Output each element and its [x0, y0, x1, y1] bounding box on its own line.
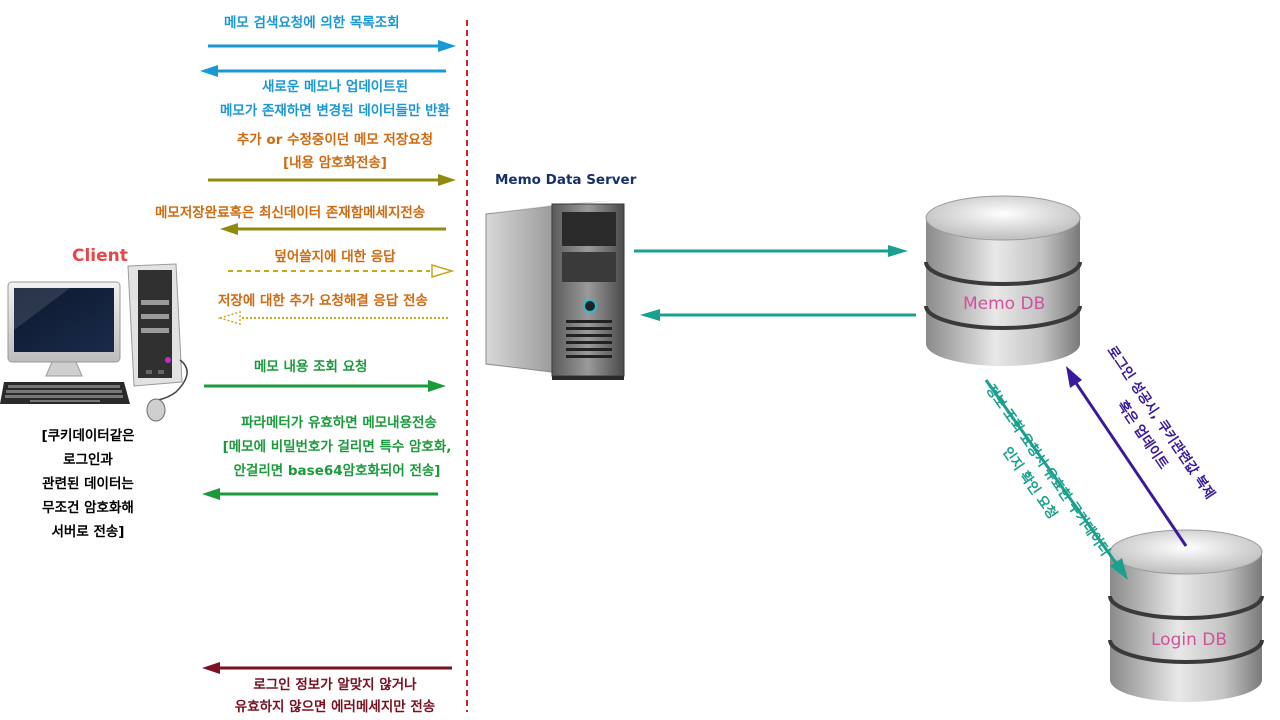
arrow-m3	[208, 174, 456, 186]
client-computer-icon	[0, 263, 188, 422]
client-title: Client	[72, 246, 128, 266]
memo-db-label: Memo DB	[963, 294, 1046, 314]
arrow-m7	[204, 380, 446, 392]
msg-m2-line1: 새로운 메모나 업데이트된	[261, 79, 409, 95]
login-db-icon	[1108, 529, 1264, 702]
arrow-memodb-to-logindb	[984, 379, 1128, 580]
arrow-m5	[228, 263, 455, 279]
arrow-m9	[202, 662, 452, 674]
msg-m6: 저장에 대한 추가 요청해결 응답 전송	[218, 293, 428, 309]
msg-m8-line1: 파라메터가 유효하면 메모내용전송	[241, 415, 437, 431]
msg-m4: 메모저장완료혹은 최신데이터 존재함메세지전송	[155, 205, 426, 221]
msg-m9-line1: 로그인 정보가 알맞지 않거나	[253, 677, 417, 693]
msg-m3-line1: 추가 or 수정중이던 메모 저장요청	[236, 132, 434, 148]
msg-m9-line2: 유효하지 않으면 에러메세지만 전송	[234, 699, 436, 715]
msg-m7: 메모 내용 조회 요청	[254, 359, 368, 375]
arrow-m6	[217, 310, 448, 326]
login-db-label: Login DB	[1151, 630, 1228, 650]
msg-m1: 메모 검색요청에 의한 목록조회	[224, 15, 400, 31]
msg-m5: 덮어쓸지에 대한 응답	[274, 249, 396, 265]
memo-db-icon	[924, 195, 1082, 366]
arrow-m2	[200, 65, 446, 77]
arrow-m8	[202, 488, 438, 500]
arrow-m1	[208, 40, 456, 52]
arrow-logindb-to-memodb	[1066, 366, 1188, 547]
msg-m8-line2: [메모에 비밀번호가 걸리면 특수 암호화,	[222, 439, 452, 455]
msg-m2-line2: 메모가 존재하면 변경된 데이터들만 반환	[220, 103, 450, 119]
server-title: Memo Data Server	[495, 172, 637, 188]
server-tower-icon	[485, 200, 625, 380]
arrow-m4	[220, 223, 446, 235]
msg-m8-line3: 안걸리면 base64암호화되어 전송]	[233, 463, 441, 479]
client-note: [쿠키데이터같은 로그인과 관련된 데이터는 무조건 암호화해 서버로 전송]	[41, 428, 135, 540]
arrow-server-to-memodb	[634, 245, 908, 257]
arrow-memodb-to-server	[640, 309, 916, 321]
msg-m3-line2: [내용 암호화전송]	[283, 155, 387, 171]
